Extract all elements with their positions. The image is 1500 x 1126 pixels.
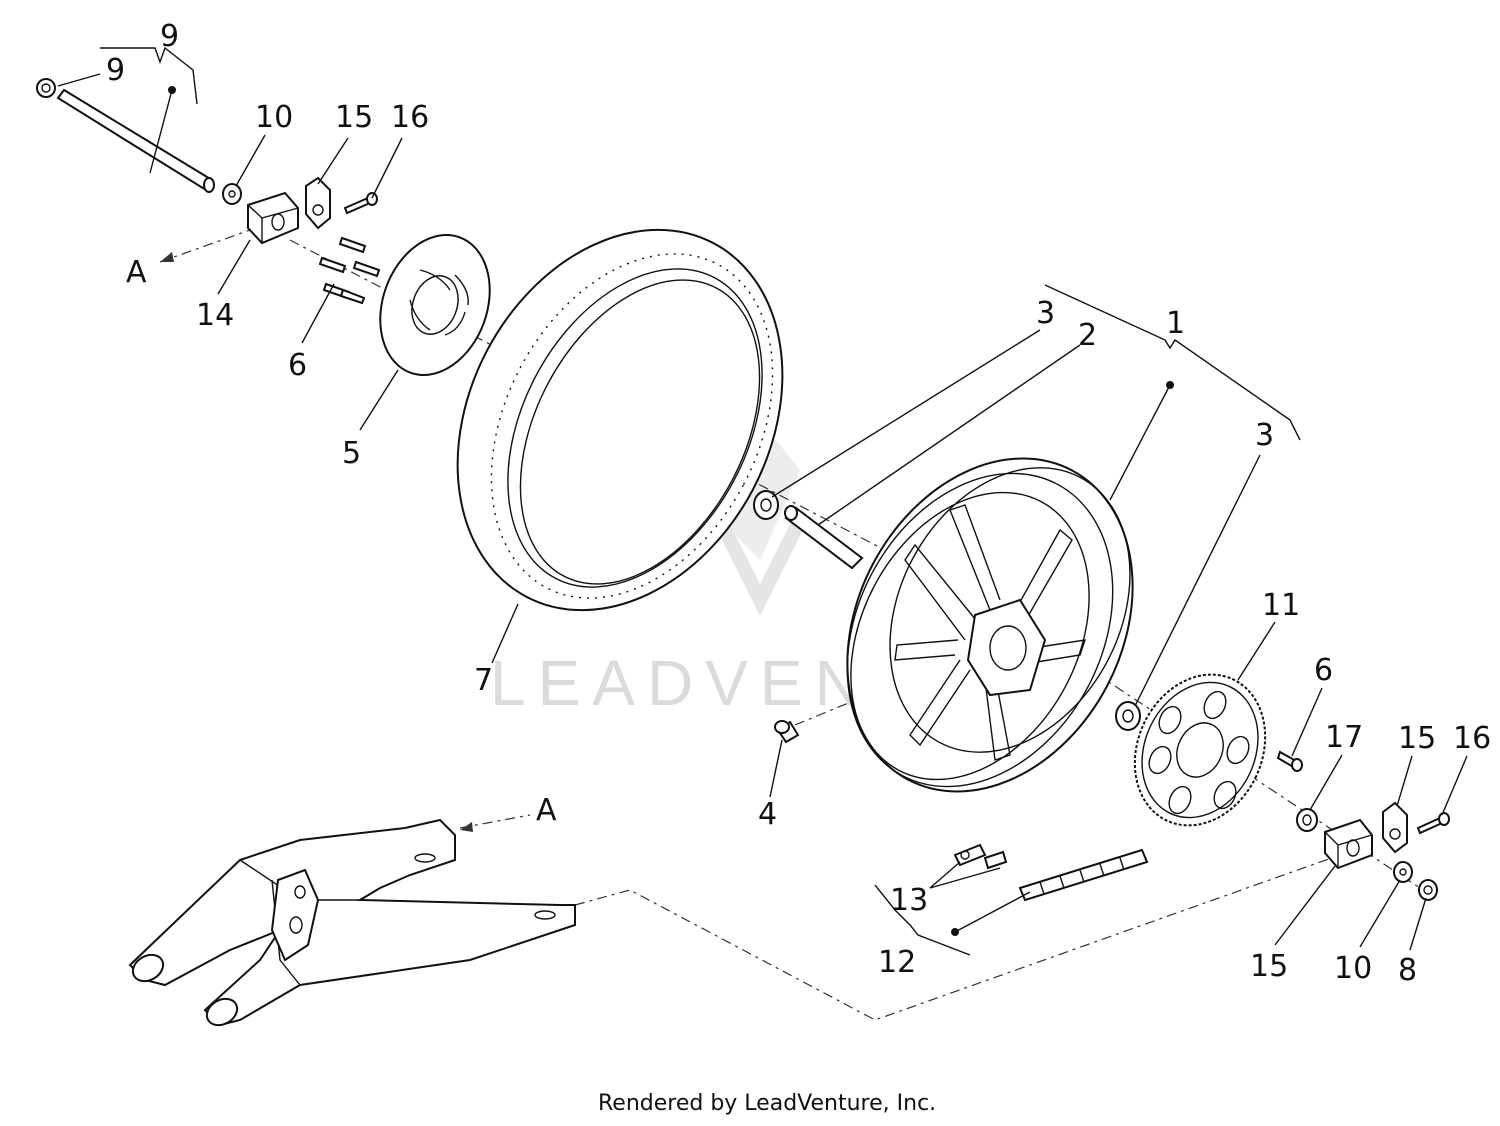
callout-1: 1 — [1166, 306, 1185, 341]
chain-adjuster-block-right — [1324, 818, 1373, 870]
callout-15-top: 15 — [335, 100, 373, 135]
leader-15c — [1274, 865, 1336, 946]
leader-14 — [217, 239, 251, 295]
callout-11: 11 — [1262, 588, 1300, 623]
leader-3a — [771, 329, 1041, 498]
chain-master-link — [953, 843, 1008, 870]
callout-3-right: 3 — [1255, 418, 1274, 453]
leader-12 — [954, 891, 1031, 933]
bracket-12 — [874, 884, 971, 956]
callout-7: 7 — [474, 663, 493, 698]
dot-8 — [168, 86, 176, 94]
leader-9a — [57, 73, 101, 87]
axle-nut-right — [1418, 879, 1438, 901]
callout-8: 9 — [160, 19, 179, 54]
leader-lines — [57, 73, 1468, 951]
leader-1 — [1109, 384, 1171, 501]
callout-labels: 9 9 10 15 16 14 6 5 7 3 2 1 3 11 6 17 15… — [106, 19, 1491, 988]
callout-9-top: 9 — [106, 53, 125, 88]
callout-13: 13 — [890, 883, 928, 918]
leader-5 — [359, 369, 399, 431]
callout-2: 2 — [1078, 318, 1097, 353]
leader-10a — [235, 134, 266, 187]
wheel-spacer — [784, 505, 864, 570]
leader-9b — [1409, 897, 1427, 951]
washer-top — [222, 183, 242, 205]
washer-right — [1393, 861, 1413, 883]
dot-12 — [951, 928, 959, 936]
dot-1 — [1166, 381, 1174, 389]
leader-16b — [1441, 755, 1468, 816]
leader-6a — [301, 283, 335, 344]
leader-15b — [1396, 755, 1413, 807]
leader-15a — [317, 137, 349, 185]
sprocket-bolt — [1276, 750, 1303, 772]
leader-8 — [149, 89, 173, 174]
adjuster-bolt-right — [1416, 812, 1450, 835]
callout-4: 4 — [758, 797, 777, 832]
leader-6b — [1291, 687, 1323, 757]
callout-12: 12 — [878, 945, 916, 980]
adjuster-plate-top — [305, 176, 331, 230]
callout-15-bottom: 15 — [1250, 949, 1288, 984]
wheel-hub — [966, 598, 1047, 697]
disc-bolts — [318, 236, 381, 305]
reference-letters: A A — [126, 255, 557, 828]
arrow-left-icon — [160, 252, 174, 262]
callout-6-left: 6 — [288, 348, 307, 383]
drive-chain — [1018, 848, 1149, 902]
watermark-logo-chevron-icon — [713, 516, 807, 616]
callout-6-right: 6 — [1314, 653, 1333, 688]
watermark-text: LEADVENT — [490, 647, 924, 719]
callout-10-top: 10 — [255, 100, 293, 135]
ref-letter-A-top: A — [126, 255, 147, 290]
callout-14: 14 — [196, 298, 234, 333]
wheel-bearing-right — [1115, 701, 1141, 731]
leader-3b — [1134, 454, 1261, 707]
callout-10-bottom: 10 — [1334, 951, 1372, 986]
chain-adjuster-block-left — [247, 191, 299, 245]
leader-17 — [1309, 754, 1343, 811]
leader-10b — [1359, 879, 1401, 948]
brake-disc — [379, 234, 491, 376]
footer-credit: Rendered by LeadVenture, Inc. — [598, 1091, 936, 1116]
wheel-bearing-left — [753, 490, 779, 520]
rear-axle — [56, 88, 215, 193]
axle-end — [203, 177, 215, 193]
adjuster-bolt-top — [343, 192, 378, 215]
callout-3-left: 3 — [1036, 296, 1055, 331]
ref-letter-A-swingarm: A — [536, 793, 557, 828]
rear-tire — [456, 228, 784, 612]
callout-5: 5 — [342, 436, 361, 471]
leader-11 — [1237, 621, 1276, 681]
leader-2 — [817, 344, 1081, 526]
brackets — [100, 46, 1301, 956]
leader-7 — [491, 603, 519, 664]
leader-4 — [769, 739, 783, 798]
adjuster-plate-right — [1382, 801, 1408, 854]
rear-wheel-rim — [846, 457, 1134, 793]
collar-spacer — [1296, 808, 1318, 832]
tire-valve — [774, 720, 800, 744]
callout-15-right: 15 — [1398, 721, 1436, 756]
axle-shaft — [56, 88, 214, 192]
rear-sprocket — [1133, 673, 1267, 827]
callout-16-top: 16 — [391, 100, 429, 135]
wheel-spokes — [894, 504, 1087, 761]
bracket-1 — [1044, 284, 1301, 441]
axis-line-left-arrow — [159, 229, 251, 263]
axle-nut-top — [36, 78, 56, 98]
swingarm-chain-line — [574, 854, 1341, 1021]
swingarm — [128, 818, 576, 1027]
bracket-8 — [100, 46, 198, 105]
callout-16-right: 16 — [1453, 721, 1491, 756]
callout-9-bottom: 8 — [1398, 953, 1417, 988]
leader-13 — [929, 861, 1001, 889]
arrow-A-icon — [460, 822, 473, 832]
leader-16a — [371, 137, 403, 199]
callout-17: 17 — [1325, 720, 1363, 755]
